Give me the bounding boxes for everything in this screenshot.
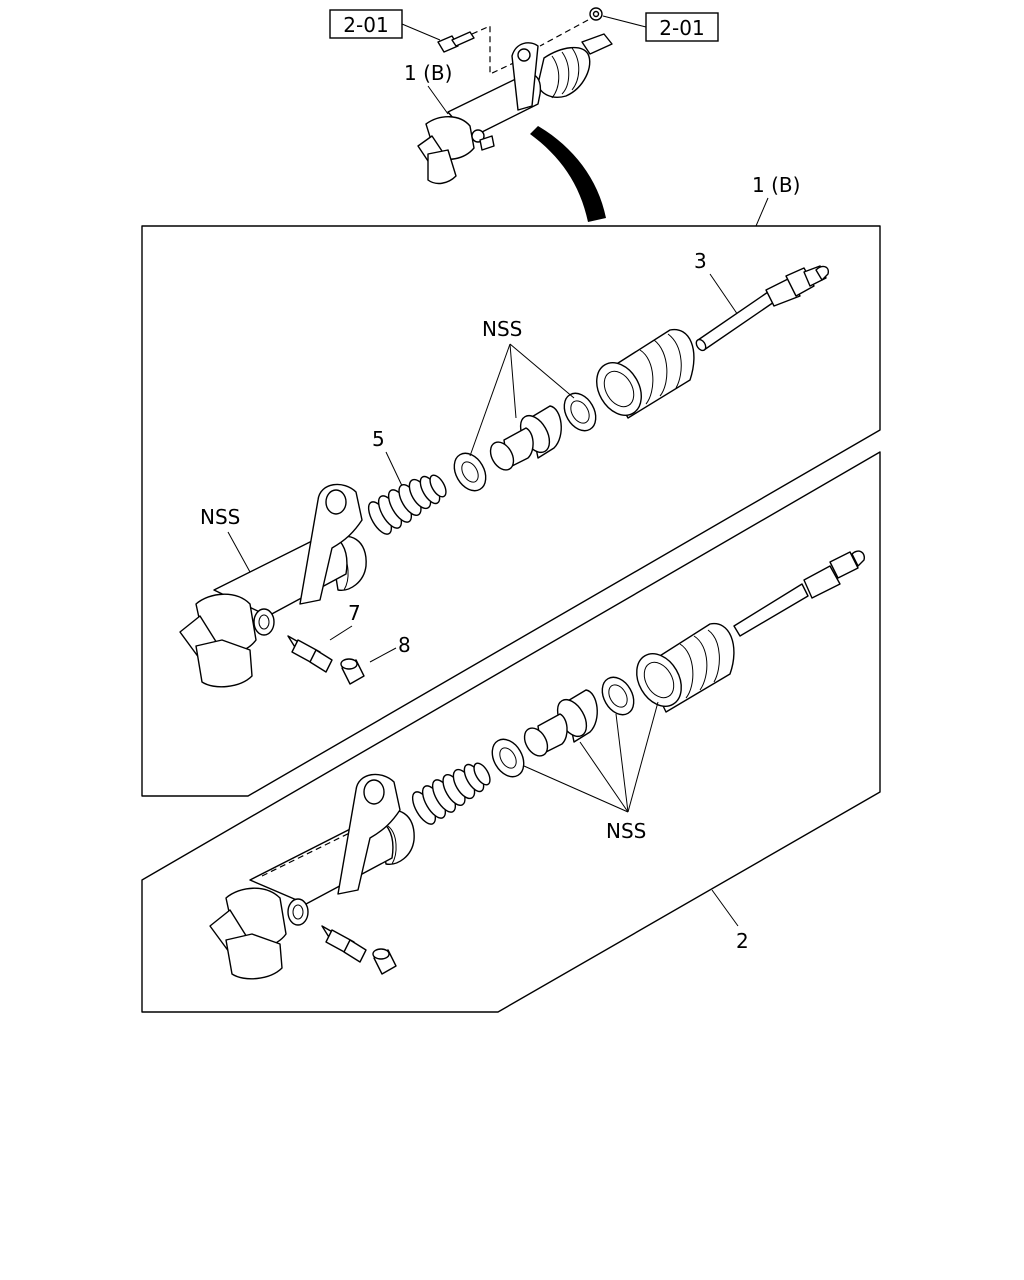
nss-upper-seals-leaders xyxy=(469,343,575,457)
part2-label: 2 xyxy=(736,929,749,953)
push-rod-icon xyxy=(695,265,830,352)
lower-dust-boot-icon xyxy=(636,623,735,713)
washer-axis-line xyxy=(539,19,589,47)
frame-b-outline xyxy=(141,225,881,797)
nss-body-label: NSS xyxy=(200,505,240,529)
part5-label: 5 xyxy=(372,427,385,451)
front-seal-icon xyxy=(453,452,487,492)
piston-icon xyxy=(489,405,562,471)
top-assembly-leader xyxy=(427,85,449,115)
top-assembly-label: 1 (B) xyxy=(404,61,452,85)
part3-leader xyxy=(709,273,741,319)
bolt-icon xyxy=(437,31,475,53)
part7-label: 7 xyxy=(348,601,361,625)
nss-lower-seals-label: NSS xyxy=(606,819,646,843)
lower-front-seal-icon xyxy=(491,738,525,778)
lower-piston-icon xyxy=(523,689,598,757)
lower-cylinder-body-icon xyxy=(209,773,415,980)
frame-2-outline xyxy=(141,451,881,1013)
ref-box-right[interactable]: 2-01 xyxy=(645,12,719,42)
spring-icon xyxy=(367,474,447,535)
part2-leader xyxy=(711,889,739,927)
ref-leader-left xyxy=(401,23,441,41)
bleeder-screw-icon xyxy=(287,635,333,673)
ref-leader-right xyxy=(602,15,647,28)
frame-b-label: 1 (B) xyxy=(752,173,800,197)
cup-seal-icon xyxy=(563,392,597,432)
bolt-axis-line xyxy=(471,25,521,75)
frame-b-leader xyxy=(755,197,769,227)
ref-label-left: 2-01 xyxy=(343,13,388,37)
ref-label-right: 2-01 xyxy=(659,16,704,40)
lower-spring-icon xyxy=(411,762,491,825)
part7-leader xyxy=(329,625,353,641)
lower-push-rod-icon xyxy=(733,550,866,637)
part5-leader xyxy=(385,451,405,491)
bleeder-cap-icon xyxy=(340,658,365,685)
ref-box-left[interactable]: 2-01 xyxy=(329,9,403,39)
part8-label: 8 xyxy=(398,633,411,657)
nss-body-leader xyxy=(227,531,251,573)
lower-cup-seal-icon xyxy=(601,676,635,716)
cylinder-body-icon xyxy=(179,483,367,688)
nss-upper-seals-label: NSS xyxy=(482,317,522,341)
assembled-cylinder-icon xyxy=(417,33,613,185)
lower-bleeder-screw-icon xyxy=(321,925,367,963)
part8-leader xyxy=(369,647,397,663)
washer-icon xyxy=(589,7,603,21)
dust-boot-icon xyxy=(596,328,695,419)
nss-lower-seals-leaders xyxy=(523,701,659,813)
lower-bleeder-cap-icon xyxy=(372,948,397,975)
expand-arrow-icon xyxy=(530,126,606,222)
part3-label: 3 xyxy=(694,249,707,273)
